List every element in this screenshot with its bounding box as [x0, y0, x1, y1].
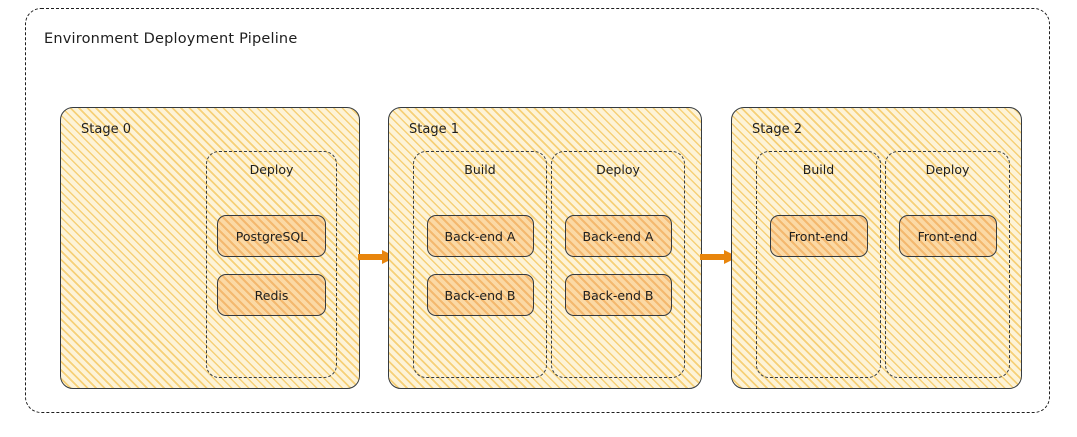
node-chip[interactable]: Back-end B: [426, 274, 534, 316]
stage-groups-0: Deploy PostgreSQL Redis: [61, 108, 359, 388]
node-chip[interactable]: Redis: [217, 274, 326, 316]
phase-group-deploy[interactable]: Deploy Front-end: [885, 151, 1010, 378]
node-list: Front-end: [757, 215, 880, 274]
node-chip[interactable]: PostgreSQL: [217, 215, 326, 257]
phase-group-label: Deploy: [249, 162, 294, 177]
phase-group-build[interactable]: Build Back-end A Back-end B: [413, 151, 547, 378]
phase-group-label: Deploy: [596, 162, 640, 177]
arrow-shaft: [358, 254, 383, 260]
node-chip[interactable]: Back-end B: [564, 274, 672, 316]
arrow-shaft: [700, 254, 725, 260]
page-title: Environment Deployment Pipeline: [44, 31, 298, 47]
node-list: PostgreSQL Redis: [207, 215, 336, 333]
stage-container-1[interactable]: Stage 1 Build Back-end A Back-end B Depl…: [388, 107, 702, 389]
node-chip[interactable]: Back-end A: [426, 215, 534, 257]
node-list: Back-end A Back-end B: [552, 215, 684, 333]
phase-group-label: Build: [802, 162, 835, 177]
stage-container-2[interactable]: Stage 2 Build Front-end Deploy Front-end: [731, 107, 1022, 389]
node-chip[interactable]: Front-end: [898, 215, 997, 257]
phase-group-build[interactable]: Build Front-end: [756, 151, 881, 378]
stage-container-0[interactable]: Stage 0 Deploy PostgreSQL Redis: [60, 107, 360, 389]
phase-group-deploy[interactable]: Deploy Back-end A Back-end B: [551, 151, 685, 378]
node-chip[interactable]: Front-end: [769, 215, 868, 257]
node-chip[interactable]: Back-end A: [564, 215, 672, 257]
phase-group-deploy[interactable]: Deploy PostgreSQL Redis: [206, 151, 337, 378]
node-list: Back-end A Back-end B: [414, 215, 546, 333]
phase-group-label: Build: [464, 162, 496, 177]
stage-groups-2: Build Front-end Deploy Front-end: [732, 108, 1021, 388]
stage-label-1: Stage 1: [409, 122, 459, 137]
node-list: Front-end: [886, 215, 1009, 274]
phase-group-label: Deploy: [925, 162, 970, 177]
stage-label-2: Stage 2: [752, 122, 802, 137]
pipeline-frame: [25, 8, 1050, 413]
stage-label-0: Stage 0: [81, 122, 131, 137]
stage-groups-1: Build Back-end A Back-end B Deploy Back-…: [389, 108, 701, 388]
